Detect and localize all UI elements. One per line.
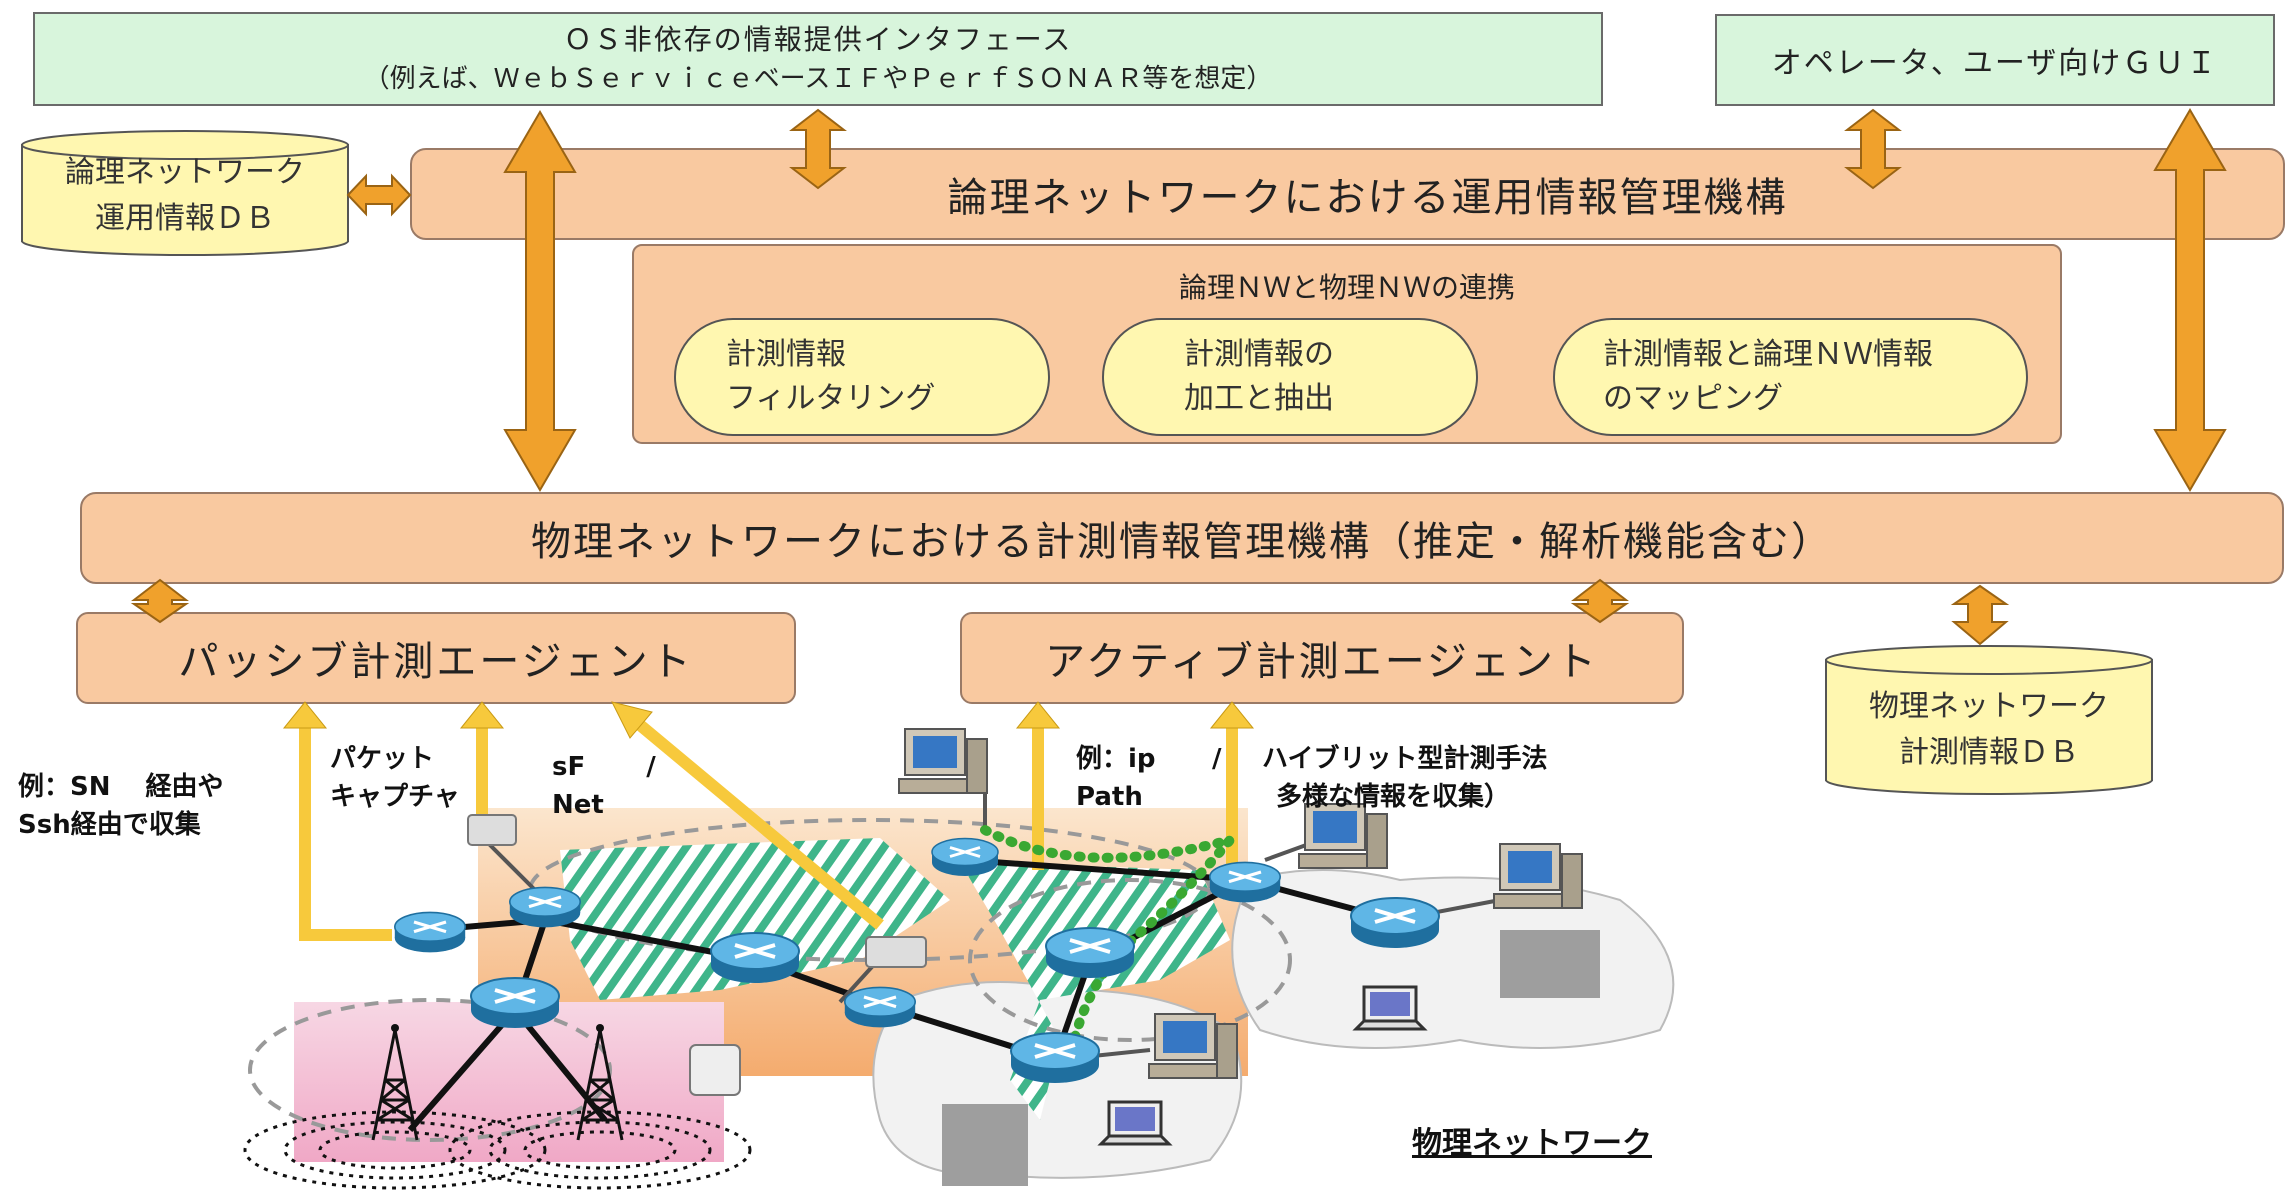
sflow-line1: sF / xyxy=(552,752,656,782)
os-independent-interface-box: ＯＳ非依存の情報提供インタフェース （例えば、ＷｅｂＳｅｒｖｉｃｅベースＩＦやＰ… xyxy=(33,12,1603,106)
mapping-line1: 計測情報と論理ＮＷ情報 xyxy=(1603,337,1933,372)
snmp-line2: Ssh経由で収集 xyxy=(18,810,201,840)
physical-network-measurement-management: 物理ネットワークにおける計測情報管理機構（推定・解析機能含む） xyxy=(80,492,2284,584)
sflow-annotation: sF / Net xyxy=(552,748,702,824)
logical-network-db: 論理ネットワーク 運用情報ＤＢ xyxy=(22,150,348,242)
hybrid-line2: 多様な情報を収集） xyxy=(1276,782,1511,812)
snmp-line1: 例：SN 経由や xyxy=(18,772,224,802)
filtering-line2: フィルタリング xyxy=(726,381,936,416)
laptops xyxy=(1099,985,1426,1146)
packet-capture-annotation: パケット キャプチャ xyxy=(330,740,480,816)
active-example-annotation: 例：ip Path xyxy=(1076,740,1186,816)
physical-mgmt-label: 物理ネットワークにおける計測情報管理機構（推定・解析機能含む） xyxy=(531,519,1833,565)
physical-db-line1: 物理ネットワーク xyxy=(1869,689,2109,724)
example-line2: Path xyxy=(1076,782,1143,812)
processing-extraction-function: 計測情報の 加工と抽出 xyxy=(1102,318,1478,436)
hybrid-annotation: ハイブリット型計測手法 多様な情報を収集） xyxy=(1262,740,1622,816)
interface-title: ＯＳ非依存の情報提供インタフェース xyxy=(563,23,1073,56)
operator-user-gui-box: オペレータ、ユーザ向けＧＵＩ xyxy=(1715,14,2275,106)
capture-line1: パケット xyxy=(330,744,435,774)
capture-line2: キャプチャ xyxy=(330,782,460,812)
logical-network-operation-management: 論理ネットワークにおける運用情報管理機構 xyxy=(410,148,2285,240)
capture-devices xyxy=(467,814,927,1096)
hybrid-measurement-path xyxy=(980,825,1244,1065)
mapping-function: 計測情報と論理ＮＷ情報 のマッピング xyxy=(1553,318,2028,436)
physical-network-label: 物理ネットワーク xyxy=(1412,1126,1652,1161)
logical-mgmt-label: 論理ネットワークにおける運用情報管理機構 xyxy=(947,175,1788,221)
active-measurement-agent: アクティブ計測エージェント xyxy=(960,612,1684,704)
processing-line2: 加工と抽出 xyxy=(1184,381,1334,416)
physical-db-line2: 計測情報ＤＢ xyxy=(1899,735,2079,770)
example-line1: 例：ip xyxy=(1076,744,1156,774)
wireless-towers xyxy=(243,1022,752,1190)
passive-measurement-agent: パッシブ計測エージェント xyxy=(76,612,796,704)
physical-network-db: 物理ネットワーク 計測情報ＤＢ xyxy=(1826,684,2152,776)
interface-subtitle: （例えば、ＷｅｂＳｅｒｖｉｃｅベースＩＦやＰｅｒｆＳＯＮＡＲ等を想定） xyxy=(363,64,1273,94)
processing-line1: 計測情報の xyxy=(1184,337,1334,372)
mapping-line2: のマッピング xyxy=(1603,381,1783,416)
routers xyxy=(393,837,1441,1085)
logical-db-line2: 運用情報ＤＢ xyxy=(95,201,275,236)
link-box-title: 論理ＮＷと物理ＮＷの連携 xyxy=(1178,271,1515,304)
operator-gui-label: オペレータ、ユーザ向けＧＵＩ xyxy=(1771,46,2219,81)
active-agent-label: アクティブ計測エージェント xyxy=(1045,639,1599,685)
network-links xyxy=(407,857,1396,1132)
passive-agent-label: パッシブ計測エージェント xyxy=(178,639,694,685)
snmp-annotation: 例：SN 経由や Ssh経由で収集 xyxy=(18,768,278,844)
slash-annotation: / xyxy=(1212,744,1222,774)
yellow-arrowheads xyxy=(282,701,1255,739)
hybrid-line1: ハイブリット型計測手法 xyxy=(1262,744,1548,774)
logical-db-line1: 論理ネットワーク xyxy=(65,155,305,190)
filtering-function: 計測情報 フィルタリング xyxy=(674,318,1050,436)
sflow-line2: Net xyxy=(552,790,604,820)
filtering-line1: 計測情報 xyxy=(726,337,846,372)
